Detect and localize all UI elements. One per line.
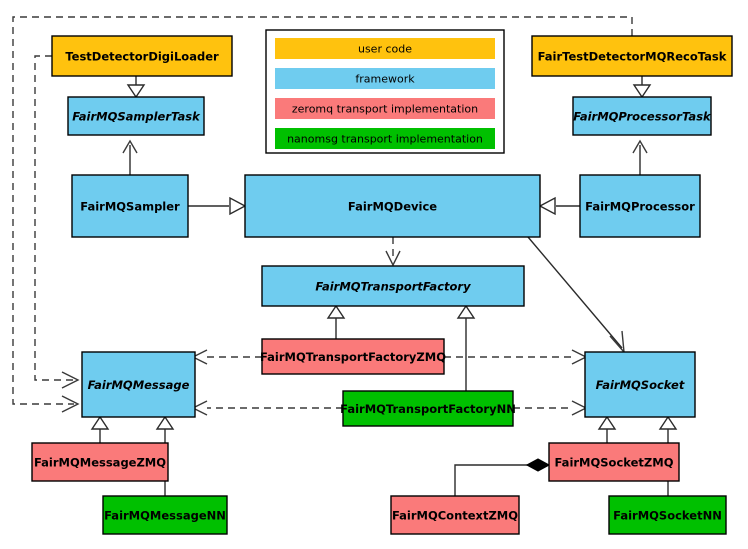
legend-swatch-zeromq	[275, 98, 495, 119]
class-node-fairmqprocessor[interactable]: FairMQProcessor	[579, 174, 701, 238]
class-node-fairmqmessagenn[interactable]: FairMQMessageNN	[102, 495, 228, 535]
class-name-label: FairTestDetectorMQRecoTask	[538, 50, 727, 64]
arrowhead-diamond-socketzmq	[525, 458, 551, 472]
legend-label: zeromq transport implementation	[292, 103, 478, 116]
legend-item-framework: framework	[275, 68, 495, 89]
arrowhead-triangle-device-left	[229, 196, 247, 216]
arrowhead-triangle-socket-right	[658, 415, 678, 430]
edge-group-associations	[122, 139, 648, 355]
arrowhead-triangle-samplertask	[126, 84, 146, 99]
legend-label: nanomsg transport implementation	[287, 133, 483, 146]
class-node-fairmqcontextzmq[interactable]: FairMQContextZMQ	[390, 495, 520, 535]
class-name-label: FairMQMessageZMQ	[34, 456, 166, 470]
edge-testdetectordigiloader-to-fairmqmessage	[34, 55, 74, 381]
legend-swatch-framework	[275, 68, 495, 89]
class-box-fairmqsocket[interactable]	[584, 351, 696, 418]
class-node-fairmqprocessortask[interactable]: FairMQProcessorTask	[572, 96, 712, 136]
class-node-fairtestdetectormqrecotask[interactable]: FairTestDetectorMQRecoTask	[531, 35, 733, 77]
class-box-fairtestdetectormqrecotask[interactable]	[531, 35, 733, 77]
class-node-fairmqsocketnn[interactable]: FairMQSocketNN	[608, 495, 727, 535]
class-box-fairmqtransportfactory[interactable]	[261, 265, 525, 307]
class-nodes-layer: TestDetectorDigiLoader FairTestDetectorMQ…	[31, 35, 733, 535]
class-name-label: FairMQProcessorTask	[573, 110, 712, 124]
arrowhead-triangle-message-right	[155, 415, 175, 430]
arrowhead-open-samplertask	[122, 139, 138, 154]
arrowhead-open-transportfactory	[385, 250, 401, 267]
legend-item-user-code: user code	[275, 38, 495, 59]
class-box-fairmqmessagenn[interactable]	[102, 495, 228, 535]
class-name-label: FairMQSocketNN	[613, 509, 722, 523]
class-box-fairmqsocketnn[interactable]	[608, 495, 727, 535]
arrowhead-triangle-tf-right	[456, 304, 476, 319]
legend-item-nanomsg: nanomsg transport implementation	[275, 128, 495, 149]
class-name-label: FairMQSocket	[596, 378, 685, 392]
class-node-fairmqtransportfactorynn[interactable]: FairMQTransportFactoryNN	[340, 390, 516, 427]
edge-group-usercode-dependencies	[12, 16, 633, 413]
arrowhead-open-processortask	[632, 139, 648, 154]
class-node-testdetectordigiloader[interactable]: TestDetectorDigiLoader	[51, 35, 233, 77]
class-node-fairmqsamplertask[interactable]: FairMQSamplerTask	[67, 96, 205, 136]
arrowhead-triangle-processortask	[632, 84, 652, 99]
class-box-fairmqtransportfactorynn[interactable]	[342, 390, 514, 427]
class-name-label: FairMQTransportFactoryZMQ	[260, 350, 446, 364]
class-box-fairmqsamplertask[interactable]	[67, 96, 205, 136]
edge-group-generalizations	[90, 76, 678, 496]
legend-swatch-nanomsg	[275, 128, 495, 149]
legend-panel: user code framework zeromq transport imple…	[265, 29, 505, 154]
class-name-label: FairMQSocketZMQ	[555, 456, 674, 470]
legend-item-zeromq: zeromq transport implementation	[275, 98, 495, 119]
legend-items: user code framework zeromq transport imple…	[275, 38, 495, 149]
class-name-label: FairMQSamplerTask	[72, 110, 201, 124]
edge-contextzmq-socketzmq	[454, 464, 537, 496]
edge-device-socket	[527, 236, 623, 349]
arrowhead-triangle-device-right	[538, 196, 556, 216]
class-box-fairmqmessagezmq[interactable]	[31, 442, 169, 482]
class-node-fairmqsocket[interactable]: FairMQSocket	[584, 351, 696, 418]
arrowhead-triangle-socket-left	[597, 415, 617, 430]
class-box-fairmqprocessortask[interactable]	[572, 96, 712, 136]
class-box-fairmqcontextzmq[interactable]	[390, 495, 520, 535]
arrowhead-open-recotask-message	[61, 395, 80, 413]
class-name-label: FairMQTransportFactory	[315, 280, 471, 294]
class-name-label: FairMQDevice	[348, 200, 437, 214]
class-node-fairmqmessage[interactable]: FairMQMessage	[81, 351, 196, 418]
class-box-fairmqmessage[interactable]	[81, 351, 196, 418]
class-node-fairmqsocketzmq[interactable]: FairMQSocketZMQ	[548, 442, 680, 482]
legend-label: framework	[355, 73, 415, 86]
class-box-fairmqsocketzmq[interactable]	[548, 442, 680, 482]
class-name-label: FairMQSampler	[80, 200, 180, 214]
arrowhead-triangle-message-left	[90, 415, 110, 430]
class-node-fairmqmessagezmq[interactable]: FairMQMessageZMQ	[31, 442, 169, 482]
class-box-fairmqsampler[interactable]	[71, 174, 189, 238]
legend-swatch-user-code	[275, 38, 495, 59]
arrowhead-open-digiloader-message	[61, 371, 80, 389]
edge-group-composition	[454, 458, 551, 496]
class-node-fairmqdevice[interactable]: FairMQDevice	[244, 174, 541, 238]
class-name-label: FairMQProcessor	[585, 200, 695, 214]
class-box-fairmqtransportfactoryzmq[interactable]	[261, 338, 445, 375]
class-name-label: FairMQTransportFactoryNN	[340, 402, 516, 416]
class-name-label: TestDetectorDigiLoader	[65, 50, 219, 64]
class-box-testdetectordigiloader[interactable]	[51, 35, 233, 77]
legend-label: user code	[358, 43, 412, 56]
arrowhead-triangle-tf-left	[326, 304, 346, 319]
class-name-label: FairMQContextZMQ	[392, 509, 518, 523]
class-node-fairmqsampler[interactable]: FairMQSampler	[71, 174, 189, 238]
class-node-fairmqtransportfactory[interactable]: FairMQTransportFactory	[261, 265, 525, 307]
class-box-fairmqprocessor[interactable]	[579, 174, 701, 238]
class-name-label: FairMQMessageNN	[104, 509, 226, 523]
class-node-fairmqtransportfactoryzmq[interactable]: FairMQTransportFactoryZMQ	[260, 338, 446, 375]
class-box-fairmqdevice[interactable]	[244, 174, 541, 238]
edge-fairtestdetectormqrecotask-to-fairmqmessage	[12, 16, 633, 405]
class-name-label: FairMQMessage	[88, 378, 190, 392]
